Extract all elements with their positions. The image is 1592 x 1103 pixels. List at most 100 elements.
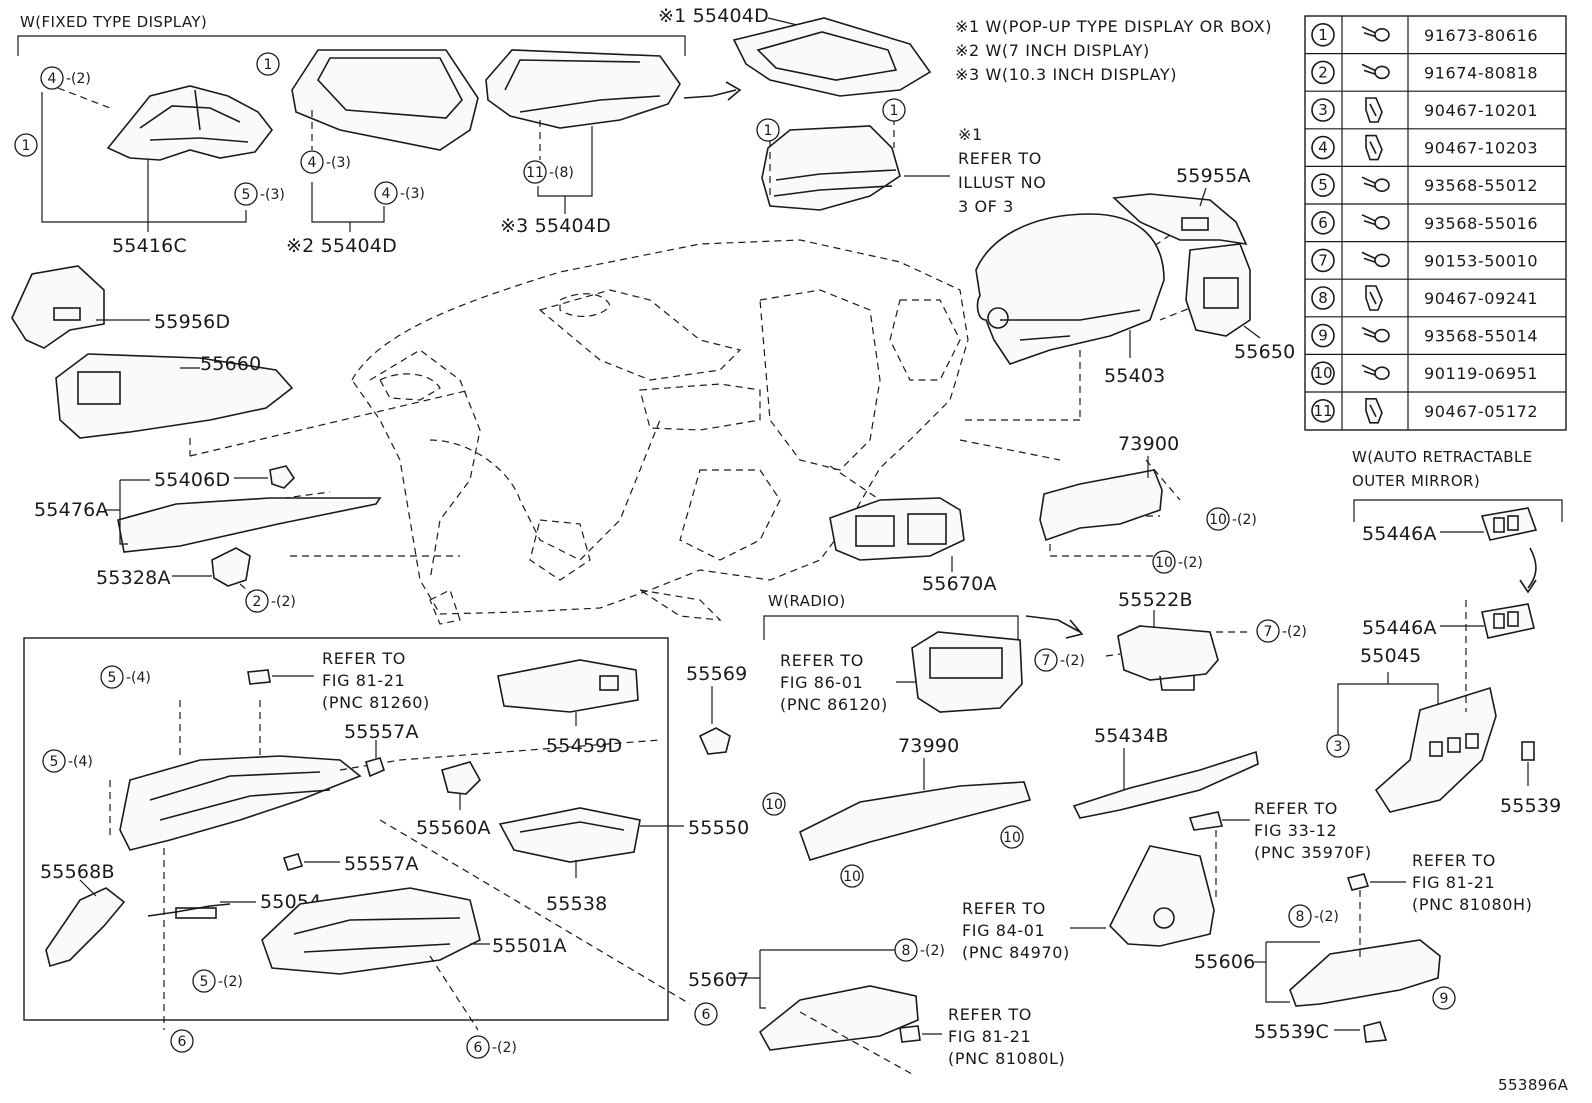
refer-81260-line1: REFER TO: [322, 649, 406, 668]
svg-text:6: 6: [178, 1034, 187, 1050]
part-55434B: 55434B: [1094, 725, 1169, 747]
display-bracket-55416C: [106, 85, 274, 161]
refer-81080L-line3: (PNC 81080L): [948, 1049, 1065, 1068]
svg-text:-(3): -(3): [260, 187, 285, 203]
legend-num-circle: [1311, 60, 1335, 85]
svg-text:6: 6: [702, 1007, 711, 1023]
refer-81080L-line2: FIG 81-21: [948, 1027, 1031, 1046]
switch-base-55045: [1374, 686, 1497, 813]
callout-c11_8: 11 -(8): [523, 160, 574, 184]
callout-c10_a: 10: [762, 792, 786, 816]
legend-num: 7: [1318, 251, 1328, 269]
part-55404D-10inch: ※3 55404D: [500, 215, 611, 237]
svg-text:-(2): -(2): [218, 974, 243, 990]
callout-c8_2b: 8-(2): [1288, 904, 1339, 928]
cover-55459D: [497, 659, 639, 713]
legend-part-number: 90119-06951: [1424, 364, 1538, 383]
lock-55560A: [441, 761, 481, 795]
svg-text:10: 10: [843, 869, 861, 885]
legend-num: 4: [1318, 139, 1328, 157]
svg-text:-(2): -(2): [1282, 624, 1307, 640]
lower-panel-73900: [1039, 469, 1163, 542]
part-55569: 55569: [686, 663, 747, 685]
part-55522B: 55522B: [1118, 589, 1193, 611]
legend-num: 9: [1318, 327, 1328, 345]
legend-part-number: 93568-55014: [1424, 327, 1538, 346]
svg-text:9: 9: [1440, 991, 1449, 1007]
refer-81260-line3: (PNC 81260): [322, 693, 430, 712]
glove-box-door-55550: [119, 755, 362, 851]
center-register-group: 55670A 73900: [829, 433, 1179, 595]
trim-55434B: [1072, 750, 1259, 819]
svg-text:5: 5: [200, 974, 209, 990]
legend-part-number: 90467-05172: [1424, 402, 1538, 421]
legend-num: 5: [1318, 176, 1328, 194]
callout-c4_3b: 4-(3): [374, 181, 425, 205]
tray-55607: [758, 985, 919, 1051]
refer-81080H-line2: FIG 81-21: [1412, 873, 1495, 892]
callout-bubbles: 4-(2)115-(3)4-(3)4-(3)11-(8)112-(2)10-(2…: [14, 52, 1456, 1059]
legend-part-number: 90467-10203: [1424, 139, 1538, 158]
part-55501A: 55501A: [492, 935, 567, 957]
svg-text:7: 7: [1042, 653, 1051, 669]
callout-c10_2a: 10-(2): [1206, 507, 1257, 531]
glove-box-55501A: [261, 887, 481, 975]
hinge-55568B: [45, 887, 126, 968]
svg-text:5: 5: [50, 754, 59, 770]
display-55522B: [1117, 625, 1219, 681]
part-55404D-popup: ※1 55404D: [658, 5, 769, 27]
garnish-55476A: [117, 497, 382, 553]
screw-icon: [1361, 251, 1390, 268]
svg-text:-(2): -(2): [492, 1040, 517, 1056]
mirror-switch-group: W(AUTO RETRACTABLE OUTER MIRROR) 55446A …: [1337, 448, 1563, 817]
legend-num-circle: [1311, 22, 1335, 47]
callout-c3: 3: [1326, 734, 1350, 758]
refer-84970-line3: (PNC 84970): [962, 943, 1070, 962]
legend-num-circle: [1311, 286, 1335, 310]
lamp-35970F: [1188, 811, 1224, 831]
switch-base-55955A: [1112, 193, 1248, 246]
switch-base-55956D: [11, 265, 105, 349]
svg-text:-(3): -(3): [326, 155, 351, 171]
part-55538: 55538: [546, 893, 607, 915]
svg-text:7: 7: [1264, 624, 1273, 640]
refer-illust-note-2: REFER TO: [958, 149, 1042, 168]
screw-icon: [1361, 364, 1390, 381]
svg-text:6: 6: [474, 1040, 483, 1056]
legend-part-number: 90467-09241: [1424, 289, 1538, 308]
part-55416C: 55416C: [112, 235, 187, 257]
callout-c5_4b: 5-(4): [42, 749, 93, 773]
legend-num: 2: [1318, 63, 1328, 81]
display-frame-7inch: [291, 49, 479, 151]
svg-text:1: 1: [264, 57, 273, 73]
callout-c4_2: 4-(2): [40, 66, 91, 90]
part-73900: 73900: [1118, 433, 1179, 455]
svg-text:-(2): -(2): [66, 71, 91, 87]
center-register-55670A: [829, 497, 965, 561]
svg-text:-(8): -(8): [549, 165, 574, 181]
part-55459D: 55459D: [546, 735, 622, 757]
callout-c1_a: 1: [256, 52, 280, 76]
part-55045: 55045: [1360, 645, 1421, 667]
damper-55557A-a: [365, 757, 385, 778]
popup-box: [761, 125, 901, 211]
svg-text:11: 11: [526, 165, 544, 181]
display-55522B-group: 55522B: [1105, 589, 1252, 691]
legend-part-number: 91674-80818: [1424, 63, 1538, 82]
part-73990: 73990: [898, 735, 959, 757]
callout-c5_2: 5 -(2): [192, 969, 243, 993]
clip-55539C: [1363, 1021, 1388, 1043]
lamp-81080L: [899, 1025, 921, 1043]
part-55539: 55539: [1500, 795, 1561, 817]
screw-icon: [1361, 26, 1390, 42]
svg-text:-(4): -(4): [126, 670, 151, 686]
clip-55569: [698, 727, 731, 755]
svg-text:2: 2: [253, 594, 262, 610]
drawing-number: 553896A: [1498, 1076, 1569, 1094]
cable-55054: [147, 903, 231, 917]
part-55446A-b: 55446A: [1362, 617, 1437, 639]
svg-text:-(2): -(2): [1178, 555, 1203, 571]
legend-num-circle: [1311, 398, 1335, 423]
refer-86120-line3: (PNC 86120): [780, 695, 888, 714]
bracket-55328A: [211, 547, 251, 587]
